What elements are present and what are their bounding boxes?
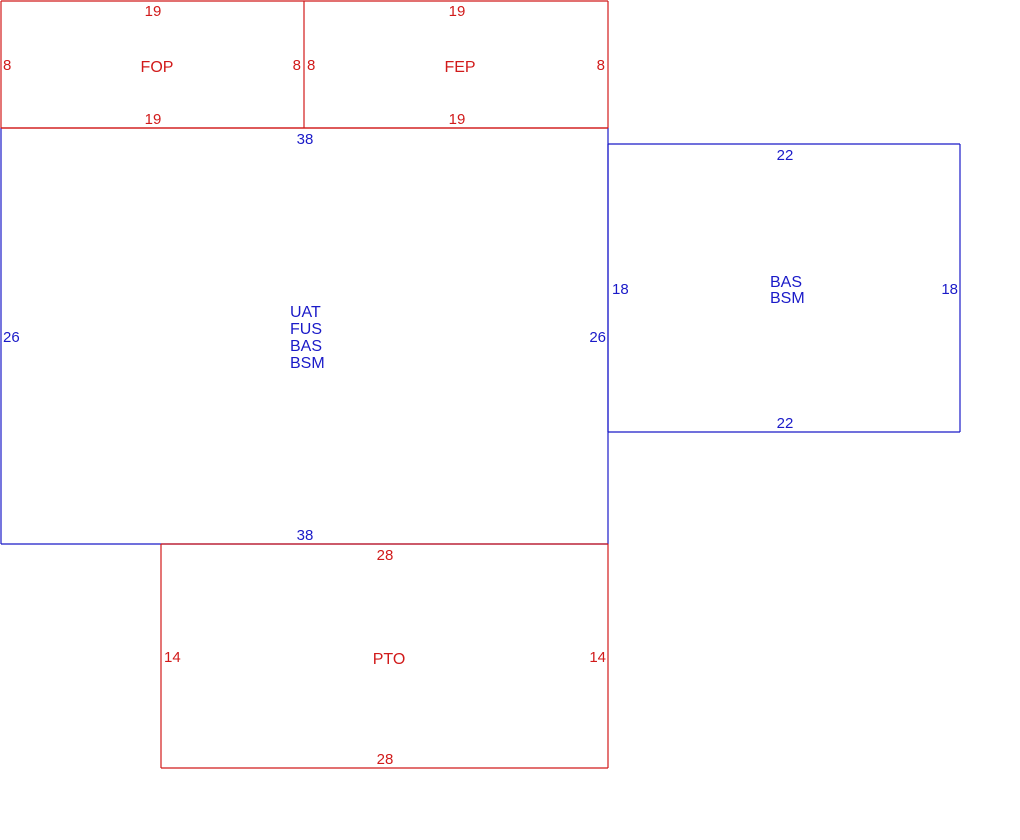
pto-left-dimension: 14 bbox=[164, 649, 181, 666]
main-area-label: FUS bbox=[290, 321, 322, 338]
area-fop: 19 19 8 8 FOP bbox=[0, 0, 305, 129]
area-main: 38 38 26 26 UAT FUS BAS BSM bbox=[0, 128, 609, 545]
wing-right-dimension: 18 bbox=[941, 281, 958, 298]
pto-area-label: PTO bbox=[373, 651, 406, 668]
wing-area-label: BAS bbox=[770, 274, 802, 291]
pto-right-dimension: 14 bbox=[589, 649, 606, 666]
wing-bottom-dimension: 22 bbox=[777, 415, 794, 432]
fop-top-dimension: 19 bbox=[145, 3, 162, 20]
main-area-label: BSM bbox=[290, 355, 325, 372]
main-top-dimension: 38 bbox=[297, 131, 314, 148]
fop-left-dimension: 8 bbox=[3, 57, 11, 74]
main-left-dimension: 26 bbox=[3, 329, 20, 346]
fep-top-dimension: 19 bbox=[449, 3, 466, 20]
wing-area-label: BSM bbox=[770, 290, 805, 307]
pto-bottom-dimension: 28 bbox=[377, 751, 394, 768]
main-area-label: UAT bbox=[290, 304, 321, 321]
fop-area-label: FOP bbox=[141, 59, 174, 76]
fep-bottom-dimension: 19 bbox=[449, 111, 466, 128]
main-right-dimension: 26 bbox=[589, 329, 606, 346]
fop-bottom-dimension: 19 bbox=[145, 111, 162, 128]
wing-left-dimension: 18 bbox=[612, 281, 629, 298]
area-fep: 19 19 8 8 FEP bbox=[304, 0, 609, 129]
wing-top-dimension: 22 bbox=[777, 147, 794, 164]
fep-right-dimension: 8 bbox=[597, 57, 605, 74]
fop-right-dimension: 8 bbox=[293, 57, 301, 74]
main-area-label: BAS bbox=[290, 338, 322, 355]
fep-left-dimension: 8 bbox=[307, 57, 315, 74]
main-bottom-dimension: 38 bbox=[297, 527, 314, 544]
pto-top-dimension: 28 bbox=[377, 547, 394, 564]
fep-area-label: FEP bbox=[444, 59, 475, 76]
area-wing: 22 22 18 18 BAS BSM bbox=[608, 143, 961, 433]
area-pto: 28 28 14 14 PTO bbox=[160, 544, 609, 769]
